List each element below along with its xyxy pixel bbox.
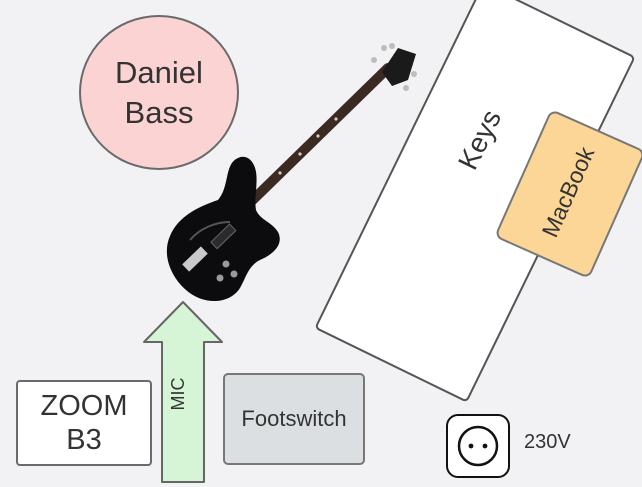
zoom-b3-box: ZOOM B3 (16, 380, 152, 466)
footswitch-box: Footswitch (223, 373, 365, 465)
mic-label: MIC (167, 377, 188, 411)
zoom-label-line2: B3 (66, 424, 102, 456)
person-name-line2: Bass (124, 94, 194, 130)
power-socket-icon (446, 414, 510, 478)
bass-guitar-icon (166, 43, 417, 302)
person-daniel-bass: Daniel Bass (79, 15, 239, 170)
person-name-line1: Daniel (115, 54, 203, 90)
zoom-label-line1: ZOOM (40, 390, 128, 422)
mic-arrow (143, 301, 223, 483)
voltage-label: 230V (524, 431, 571, 453)
footswitch-label: Footswitch (241, 406, 347, 431)
